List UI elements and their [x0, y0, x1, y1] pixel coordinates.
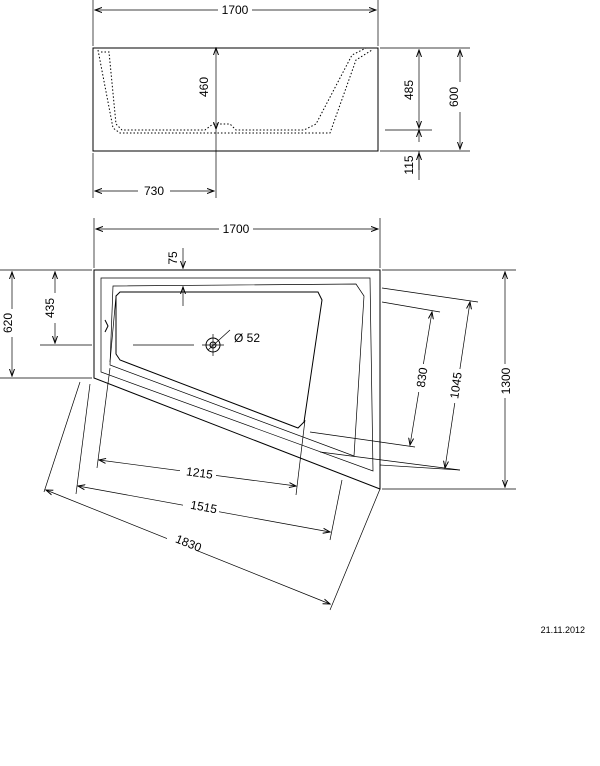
top-outline: [93, 269, 381, 490]
depth-to-floor-label: 485: [402, 80, 416, 100]
top-length-label: 1700: [223, 222, 250, 236]
right-outer-label: 1300: [499, 367, 513, 394]
side-outline: [92, 47, 379, 152]
rim-offset-label: 75: [166, 251, 180, 265]
side-length-label: 1700: [222, 3, 249, 17]
drain-position-label: 730: [144, 184, 164, 198]
basin-outline: [115, 291, 323, 429]
left-outer-width-label: 620: [1, 313, 15, 333]
side-view: 1700 460 485 600 115 730: [92, 0, 470, 198]
right-inner-label: 830: [414, 366, 431, 388]
inner-depth-label: 460: [197, 77, 211, 97]
drawing-date: 21.11.2012: [541, 625, 585, 635]
side-basin-outline-outer: [97, 49, 373, 134]
base-height-label: 115: [402, 155, 416, 174]
left-inner-width-label: 435: [43, 298, 57, 318]
side-basin-outline: [101, 47, 367, 131]
right-mid-label: 1045: [447, 371, 465, 400]
drain-diameter-label: Ø 52: [234, 331, 260, 345]
overall-height-label: 600: [447, 87, 461, 107]
top-view: Ø 52 75 1700 620 435 1300: [0, 218, 516, 611]
inner-length-label: 1215: [185, 464, 214, 481]
